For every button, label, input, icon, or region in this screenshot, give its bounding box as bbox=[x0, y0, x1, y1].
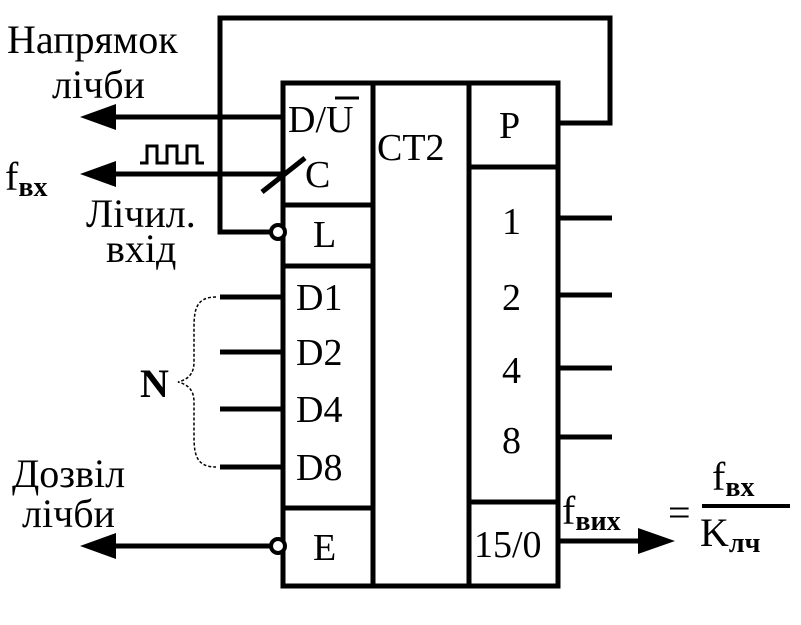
enable-arrowhead bbox=[80, 533, 116, 559]
pin-label-clock: C bbox=[305, 154, 330, 196]
counting-input-line2: вхід bbox=[106, 226, 176, 271]
n-label: N bbox=[140, 361, 169, 406]
n-brace-icon bbox=[177, 296, 217, 468]
chip-outline bbox=[280, 80, 561, 589]
overflow-arrowhead bbox=[638, 528, 675, 554]
pin-label-direction: D/U bbox=[288, 99, 353, 141]
pin-label-out-1: 1 bbox=[502, 201, 521, 243]
pin-label-out-8: 8 bbox=[502, 420, 521, 462]
carry-feedback-wire bbox=[217, 15, 613, 235]
pin-label-out-4: 4 bbox=[502, 350, 521, 392]
pin-label-out-2: 2 bbox=[502, 277, 521, 319]
formula-lhs: fвих bbox=[562, 488, 621, 537]
formula-denominator: Kлч bbox=[700, 510, 761, 559]
wires bbox=[112, 15, 640, 549]
direction-arrowhead bbox=[80, 104, 116, 130]
formula-equals: = bbox=[668, 490, 691, 535]
counting-input-line1: Лічил. bbox=[86, 191, 196, 236]
formula-numerator: fвх bbox=[712, 454, 754, 503]
chip-type-label: СТ2 bbox=[377, 127, 445, 169]
direction-title-line1: Напрямок bbox=[7, 17, 178, 62]
direction-title-line2: лічби bbox=[52, 62, 145, 107]
clock-slash bbox=[260, 156, 307, 194]
pin-label-d2: D2 bbox=[296, 332, 342, 374]
output-frequency-formula: fвих = fвх Kлч bbox=[562, 454, 790, 559]
enable-inversion-bubble bbox=[269, 537, 287, 555]
pin-label-overflow: 15/0 bbox=[474, 524, 542, 566]
pin-label-carry: P bbox=[499, 105, 520, 147]
arrowheads bbox=[80, 104, 675, 559]
freq-in-label: fвх bbox=[5, 154, 47, 203]
load-inversion-bubble bbox=[269, 223, 287, 241]
pin-label-enable: E bbox=[313, 527, 336, 569]
pulse-train-icon bbox=[140, 144, 204, 165]
counter-chip bbox=[280, 80, 561, 589]
enable-title-line1: Дозвіл bbox=[12, 451, 125, 496]
clock-arrowhead bbox=[80, 161, 116, 187]
enable-title-line2: лічби bbox=[22, 491, 115, 536]
pin-label-d4: D4 bbox=[296, 389, 342, 431]
pin-label-d1: D1 bbox=[296, 277, 342, 319]
pin-label-load: L bbox=[313, 214, 336, 256]
pin-label-d8: D8 bbox=[296, 447, 342, 489]
